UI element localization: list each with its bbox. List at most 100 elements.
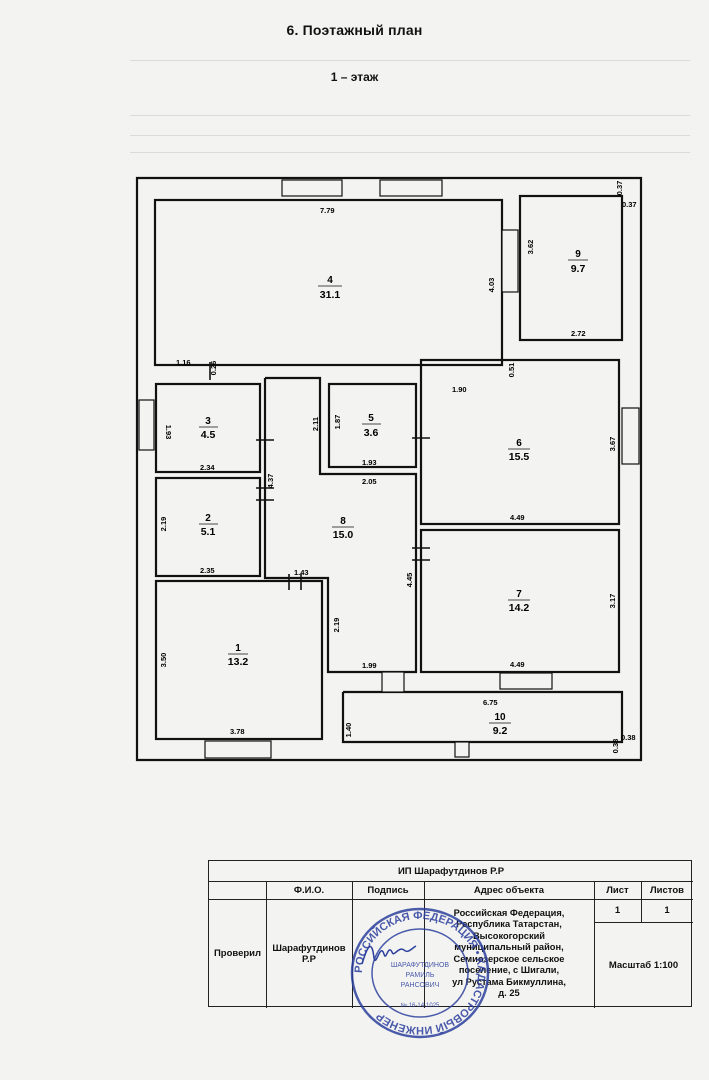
dim-label: 1.40 — [344, 723, 353, 738]
room-labels: 1 13.2 2 5.1 3 4.5 4 31.1 5 3.6 6 15.5 7… — [199, 249, 588, 737]
room-10-outline — [341, 690, 624, 744]
dim-label: 3.67 — [608, 437, 617, 452]
room-2-outline — [154, 476, 262, 578]
dim-label: 4.49 — [510, 660, 525, 669]
dim-label: 0.37 — [622, 200, 637, 209]
room-2-number: 2 — [205, 513, 211, 524]
dim-label: 1.93 — [164, 425, 173, 440]
seal-center-text: ШАРАФУТДИНОВ — [391, 962, 449, 969]
window-room-10 — [499, 672, 553, 690]
floor-title: 1 – этаж — [330, 70, 379, 84]
company-name: ИП Шарафутдинов Р.Р — [397, 865, 505, 877]
dim-label: 2.19 — [332, 618, 341, 633]
dim-label: 3.50 — [159, 653, 168, 668]
dim-label: 2.34 — [200, 463, 215, 472]
address-line: муниципальный район, — [454, 942, 564, 952]
svg-text:РАМИЛЬ: РАМИЛЬ — [406, 972, 435, 979]
header-fio: Ф.И.О. — [293, 884, 325, 896]
dim-label: 2.05 — [362, 477, 377, 486]
header-address: Адрес объекта — [473, 884, 545, 896]
floor-plan: 1 13.2 2 5.1 3 4.5 4 31.1 5 3.6 6 15.5 7… — [135, 176, 643, 762]
room-1-outline — [154, 579, 324, 741]
dim-label: 4.49 — [510, 513, 525, 522]
door-room-10 — [381, 671, 405, 693]
sheet-number: 1 — [614, 905, 621, 916]
dim-label: 1.93 — [362, 458, 377, 467]
window-south — [204, 740, 272, 759]
dim-label: 1.90 — [452, 385, 467, 394]
window-east — [621, 407, 640, 465]
address-line: Российская Федерация, — [453, 907, 565, 918]
room-6-area: 15.5 — [509, 451, 530, 463]
address-line: Республика Татарстан, — [456, 919, 562, 929]
column-box — [454, 741, 470, 758]
address-line: Высокогорский — [472, 930, 546, 941]
window-room-9 — [501, 229, 519, 293]
outer-wall-outer — [135, 176, 643, 762]
room-7-area: 14.2 — [509, 602, 530, 614]
dim-label: 3.17 — [608, 594, 617, 609]
room-10-number: 10 — [494, 712, 506, 723]
room-5-number: 5 — [368, 413, 374, 424]
address-cell: Российская Федерация, Республика Татарст… — [424, 901, 594, 1006]
room-7-number: 7 — [516, 589, 522, 600]
title-block: ИП Шарафутдинов Р.Р Ф.И.О. Подпись Адрес… — [208, 860, 693, 1008]
room-9-outline — [518, 194, 624, 342]
dimension-labels: 7.79 0.37 0.37 3.62 4.03 2.72 1.16 0.26 … — [159, 181, 637, 754]
window-north-2 — [379, 179, 443, 197]
dim-label: 2.19 — [159, 517, 168, 532]
room-9-area: 9.7 — [571, 263, 586, 275]
dim-label: 4.37 — [266, 474, 275, 489]
room-4-area: 31.1 — [320, 289, 341, 301]
dim-label: 0.38 — [611, 739, 620, 754]
dim-label: 7.79 — [320, 206, 335, 215]
dim-label: 4.45 — [405, 573, 414, 588]
dim-label: 1.87 — [333, 415, 342, 430]
window-north-1 — [281, 179, 343, 197]
room-3-outline — [154, 382, 262, 474]
scale-label: Масштаб 1:100 — [608, 959, 679, 971]
room-9-number: 9 — [575, 249, 581, 260]
signature-cell — [352, 899, 424, 1008]
address-line: поселение, с Шигали, — [458, 965, 560, 975]
dim-label: 0.37 — [615, 181, 624, 196]
room-6-outline — [419, 358, 621, 526]
window-west — [138, 399, 155, 451]
room-3-number: 3 — [205, 416, 211, 427]
room-8-outline — [263, 376, 418, 674]
address-line: Семиозерское сельское — [453, 953, 565, 964]
handwritten-signature — [361, 944, 417, 964]
dim-label: 4.03 — [487, 278, 496, 293]
header-signature: Подпись — [367, 884, 409, 896]
cadastral-engineer-seal: РОССИЙСКАЯ ФЕДЕРАЦИЯ • КАДАСТРОВЫЙ ИНЖЕН… — [350, 907, 490, 1039]
room-8-area: 15.0 — [333, 529, 354, 541]
room-5-area: 3.6 — [364, 427, 379, 439]
dim-label: 3.78 — [230, 727, 245, 736]
sheet-count: 1 — [664, 905, 670, 916]
room-1-area: 13.2 — [228, 656, 249, 668]
room-3-area: 4.5 — [201, 429, 216, 441]
dim-label: 0.38 — [621, 733, 636, 742]
seal-number: № 16-14-1025 — [401, 1002, 440, 1009]
dim-label: 1.43 — [294, 568, 309, 577]
bleed-through-table — [60, 60, 700, 155]
dim-label: 2.35 — [200, 566, 215, 575]
room-8-number: 8 — [340, 516, 346, 527]
section-title: 6. Поэтажный план — [286, 22, 423, 38]
header-sheet: Лист — [606, 884, 629, 896]
svg-text:РАНСОВИЧ: РАНСОВИЧ — [401, 982, 440, 989]
inspector-name: Шарафутдинов Р.Р — [272, 942, 346, 965]
room-10-area: 9.2 — [493, 725, 508, 737]
address-line: ул Рустама Бикмуллина, — [452, 976, 566, 987]
dim-label: 6.75 — [483, 698, 498, 707]
dim-label: 3.62 — [526, 240, 535, 255]
room-2-area: 5.1 — [201, 526, 216, 538]
room-7-outline — [419, 528, 621, 674]
dim-label: 0.26 — [209, 361, 218, 376]
dim-label: 2.11 — [311, 417, 320, 431]
address-line: д. 25 — [498, 988, 520, 998]
role-label: Проверил — [213, 948, 262, 959]
room-1-number: 1 — [235, 643, 241, 654]
dim-label: 2.72 — [571, 329, 586, 338]
